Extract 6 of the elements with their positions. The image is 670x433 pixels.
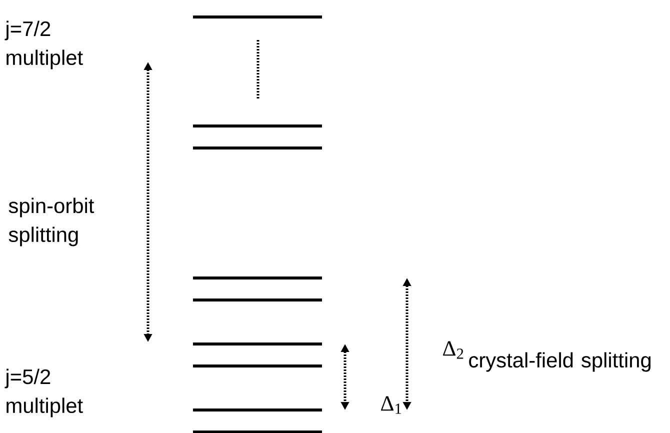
annotation-text: j=7/2 multiplet [4,20,83,70]
delta-label: Δ$_{2}$ [443,341,464,359]
annotation-text: crystal-field splitting [469,352,651,372]
annotation-text: spin-orbit splitting [8,198,94,246]
annotation-text: j=5/2 multiplet [4,368,83,418]
delta-label: Δ$_{1}$ [381,396,402,414]
